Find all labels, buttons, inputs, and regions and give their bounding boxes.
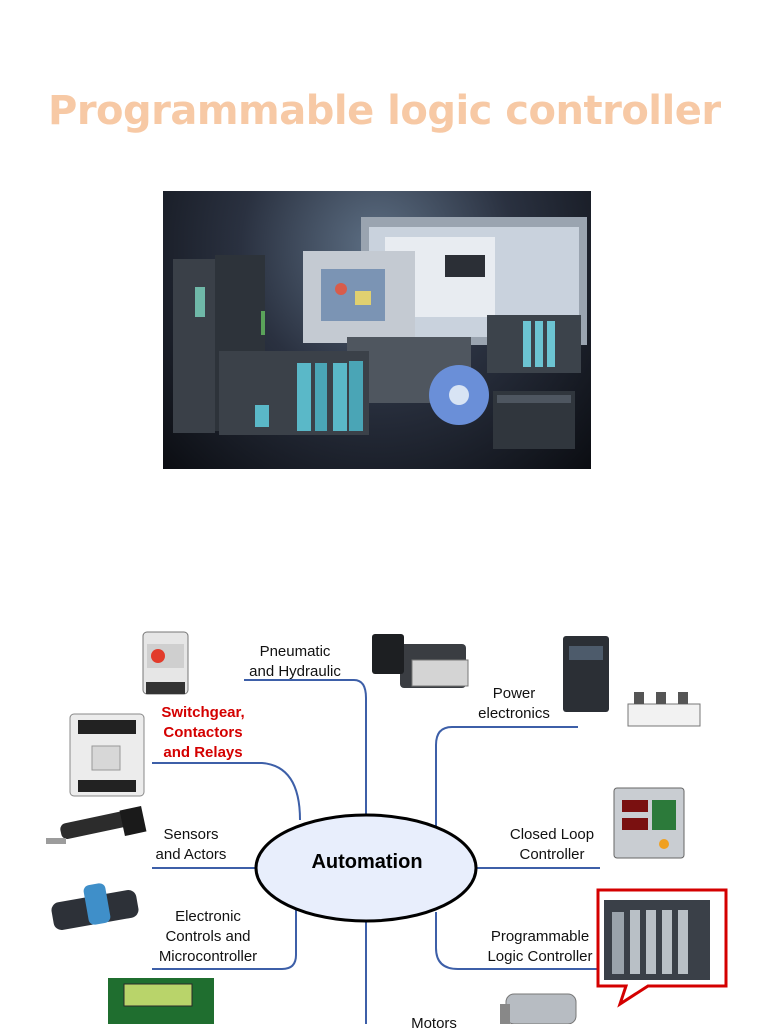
dist-io-module-1 (523, 321, 531, 367)
label-electronic-line1: Electronic (175, 908, 241, 925)
label-switchgear-line2: Contactors (163, 724, 243, 741)
label-pneumatic: Pneumatic and Hydraulic (240, 642, 350, 682)
plc-hardware-illustration (173, 217, 587, 449)
label-sensors-line2: and Actors (155, 846, 227, 863)
label-closed-loop: Closed Loop Controller (496, 825, 608, 865)
microcontroller-board-image (108, 978, 214, 1024)
label-motors: Motors (398, 1014, 470, 1034)
igbt-module-image (627, 692, 701, 727)
label-sensors-line1: Sensors (163, 826, 219, 843)
cpu-status-led (261, 311, 265, 335)
inverter-image (563, 636, 609, 712)
label-plc-line1: Programmable (490, 928, 590, 945)
label-switchgear-line3: and Relays (163, 744, 243, 761)
io-module-3 (333, 363, 347, 431)
label-electronic: Electronic Controls and Microcontroller (146, 907, 270, 967)
plc-callout (596, 888, 728, 1008)
label-electronic-line2: Controls and (165, 928, 251, 945)
center-label: Automation (311, 851, 423, 873)
dist-io-module-2 (535, 321, 543, 367)
proximity-sensor-image (51, 883, 139, 930)
label-pneumatic-line2: and Hydraulic (249, 663, 341, 680)
monitor-chart (445, 255, 485, 277)
label-power-line1: Power (492, 685, 536, 702)
hmi-graphic-2 (355, 291, 371, 305)
io-module-2 (315, 363, 327, 431)
dist-io-module-3 (547, 321, 555, 367)
connector-power (435, 726, 578, 826)
connector-switchgear (152, 762, 301, 821)
label-closed-loop-line1: Closed Loop (509, 826, 595, 843)
distributed-io-rack (487, 315, 581, 373)
automation-mind-map: Pneumatic and Hydraulic Power electronic… (0, 560, 768, 1032)
label-closed-loop-line2: Controller (519, 846, 585, 863)
slide-title: Programmable logic controller (48, 88, 721, 134)
center-ellipse (254, 813, 478, 923)
label-switchgear-line1: Switchgear, (161, 704, 245, 721)
connector-pneumatic (244, 679, 367, 816)
compact-plc-terminals (497, 395, 571, 403)
label-power: Power electronics (468, 684, 560, 724)
hmi-graphic (335, 283, 347, 295)
mind-map-connectors (46, 631, 728, 1024)
io-module-4 (349, 361, 363, 431)
cd-center (449, 385, 469, 405)
closed-loop-controller-image (613, 787, 685, 859)
label-sensors: Sensors and Actors (146, 825, 236, 865)
label-pneumatic-line1: Pneumatic (259, 643, 331, 660)
contactor-image (69, 713, 145, 797)
io-module-5 (255, 405, 269, 427)
sensor-actor-image (46, 805, 147, 844)
label-plc: Programmable Logic Controller (478, 927, 602, 967)
cpu-module-1 (173, 259, 215, 433)
breaker-image (142, 631, 189, 695)
hmi-screen (321, 269, 385, 321)
label-electronic-line3: Microcontroller (158, 948, 258, 965)
io-module-1 (297, 363, 311, 431)
label-motors-line1: Motors (411, 1015, 457, 1032)
connector-electronic (152, 910, 297, 970)
motor-image (500, 993, 577, 1024)
solenoid-valve-image (372, 634, 469, 688)
label-switchgear: Switchgear, Contactors and Relays (148, 703, 258, 763)
label-power-line2: electronics (478, 705, 550, 722)
cpu-led-strip (195, 287, 205, 317)
label-plc-line2: Logic Controller (487, 948, 593, 965)
plc-product-photo (163, 191, 591, 469)
connector-plc (435, 912, 598, 970)
